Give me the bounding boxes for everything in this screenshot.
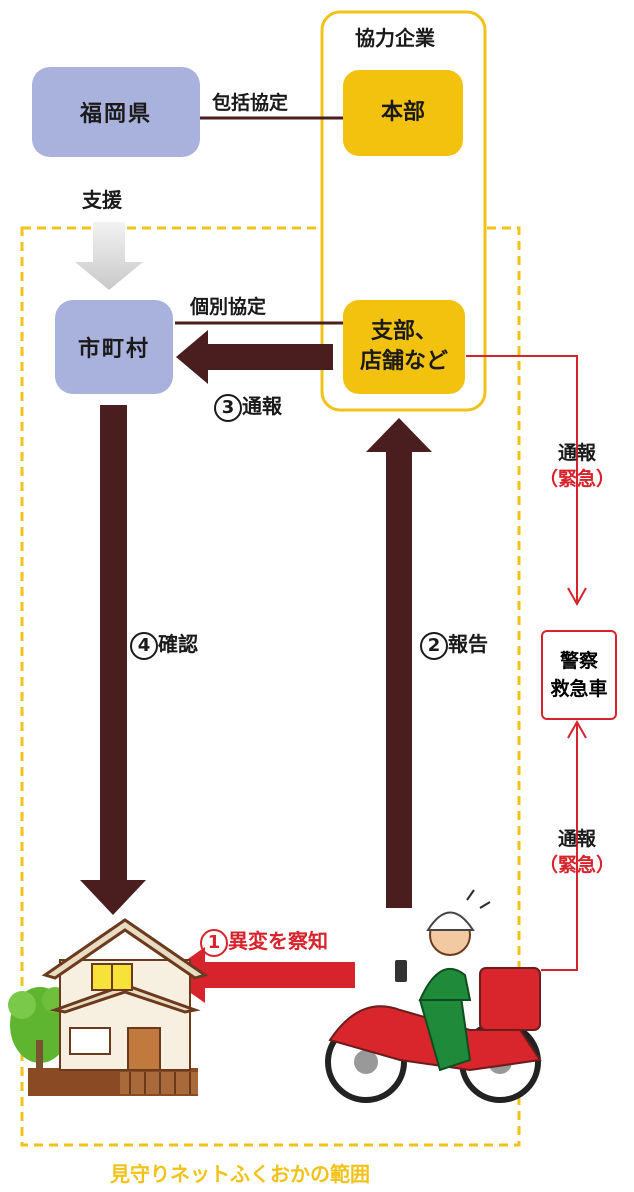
emergency-label-bottom: 通報 （緊急） (527, 826, 627, 878)
step-2-number: 2 (420, 632, 448, 660)
partner-hq-node: 本部 (343, 70, 463, 156)
partner-branch-line2: 店舗など (359, 349, 448, 374)
individual-agreement-label: 個別協定 (190, 296, 267, 318)
step-4-number: 4 (130, 632, 158, 660)
scope-caption: 見守りネットふくおかの範囲 (110, 1162, 370, 1186)
prefecture-node: 福岡県 (32, 67, 200, 157)
step-1-number: 1 (200, 929, 228, 957)
scope-boundary (20, 226, 521, 1147)
emergency-arrowhead-bottom (567, 719, 587, 739)
step-1-text: 異変を察知 (228, 929, 328, 953)
step-3-number: 3 (214, 394, 242, 422)
emergency-bottom-line1: 通報 (557, 828, 596, 850)
municipality-node: 市町村 (55, 300, 173, 394)
comprehensive-agreement-label: 包括協定 (212, 92, 289, 114)
house-illustration (8, 918, 209, 1096)
partner-branch-line1: 支部、 (370, 319, 437, 344)
emergency-arrowhead-top (567, 587, 587, 607)
report-arrow-3 (176, 330, 333, 384)
emergency-line-top (466, 355, 578, 602)
responders-line1: 警察 (559, 650, 598, 672)
emergency-top-line2: （緊急） (538, 468, 615, 490)
step-4-text: 確認 (158, 632, 198, 656)
confirm-arrow-4 (80, 405, 146, 915)
emergency-line-bottom (541, 724, 578, 971)
emergency-label-top: 通報 （緊急） (527, 440, 627, 492)
emergency-top-line1: 通報 (557, 442, 596, 464)
notice-arrow-1 (165, 947, 355, 1003)
support-arrow (75, 222, 143, 290)
emergency-bottom-line2: （緊急） (538, 854, 615, 876)
responders-line2: 救急車 (550, 678, 608, 700)
courier-illustration (325, 889, 542, 1103)
step-2-text: 報告 (448, 632, 488, 656)
report-arrow-2 (366, 418, 432, 908)
partner-branch-node: 支部、 店舗など (343, 300, 465, 394)
partner-header: 協力企業 (355, 26, 435, 50)
support-label: 支援 (82, 188, 122, 212)
police-ambulance-box: 警察 救急車 (541, 630, 617, 720)
step-3-text: 通報 (242, 394, 282, 418)
